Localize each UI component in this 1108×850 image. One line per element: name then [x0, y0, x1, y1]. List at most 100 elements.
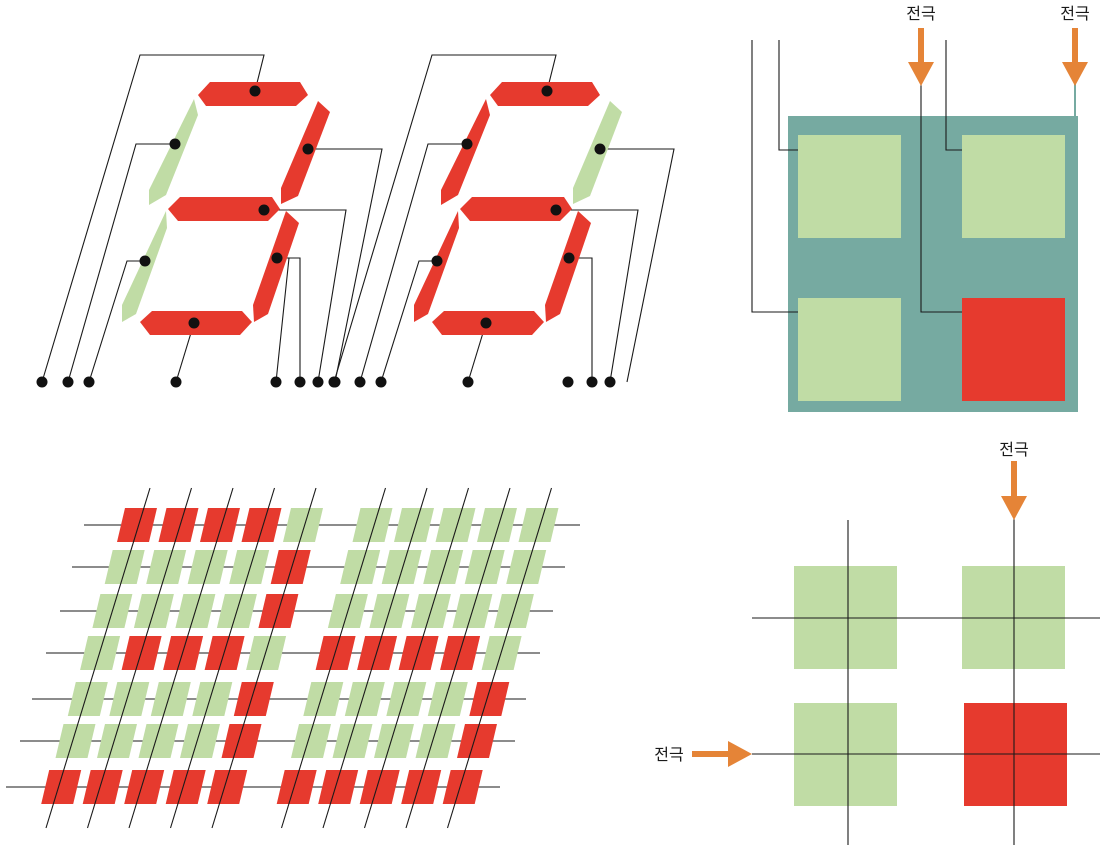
connection-dot-icon [461, 138, 473, 150]
segment-g-on [460, 197, 572, 221]
arrow-head [728, 741, 752, 767]
segment-f-wire [359, 143, 467, 383]
segment-g-wire [264, 209, 347, 383]
connection-dot-icon [431, 255, 443, 267]
matrix-dot-on [270, 550, 311, 584]
electrode-label: 전극 [906, 4, 935, 23]
connection-dot-icon [480, 317, 492, 329]
matrix-dot-on [200, 508, 240, 542]
matrix-dot-off [352, 508, 393, 542]
connection-dot-icon [302, 143, 314, 155]
segment-b-wire [308, 148, 383, 383]
matrix-dot-on [117, 508, 157, 542]
connection-dot-icon [563, 252, 575, 264]
arrow-head [1001, 496, 1027, 520]
wire-pixel-4 [920, 82, 962, 313]
pixel-3-off [798, 298, 901, 401]
arrow-shaft [1072, 28, 1078, 64]
matrix-dot-on [158, 508, 199, 542]
column-electrode-line [405, 487, 511, 829]
connection-dot-icon [258, 204, 270, 216]
segment-g-on [168, 197, 280, 221]
matrix-dot-on [233, 682, 274, 716]
matrix-dot-off [506, 550, 547, 584]
matrix-dot-on [241, 508, 282, 542]
segment-e-wire [88, 260, 145, 383]
matrix-dot-on [457, 724, 497, 758]
terminal-dot-icon [375, 376, 387, 388]
matrix-dot-off [518, 508, 559, 542]
segment-e-on [414, 211, 459, 322]
matrix-dot-off [477, 508, 517, 542]
matrix-dot-off [150, 682, 191, 716]
matrix-dot-off [291, 724, 331, 758]
matrix-dot-off [192, 682, 233, 716]
terminal-dot-icon [586, 376, 598, 388]
column-electrode-line [363, 487, 470, 829]
segment-f-on [441, 99, 490, 205]
matrix-dot-off [229, 550, 270, 584]
connection-dot-icon [541, 85, 553, 97]
pixel-4-on [962, 298, 1065, 401]
column-electrode-line [322, 487, 428, 829]
matrix-dot-off [180, 724, 220, 758]
connection-dot-icon [139, 255, 151, 267]
pixel-2-off [962, 135, 1065, 238]
matrix-dot-off [146, 550, 187, 584]
column-electrode-line [169, 487, 276, 829]
matrix-dot-on [359, 770, 400, 804]
wire-pixel-2 [945, 40, 962, 151]
matrix-dot-off [332, 724, 373, 758]
matrix-dot-on [221, 724, 262, 758]
column-electrode-line [280, 487, 387, 829]
matrix-wires [752, 515, 1100, 845]
segment-g-wire [556, 209, 639, 383]
matrix-dot-on [276, 770, 317, 804]
segment-e-off [122, 211, 167, 322]
matrix-dot-off [423, 550, 464, 584]
pixel-1-off [798, 135, 901, 238]
electrode-label: 전극 [1060, 4, 1089, 23]
static-drive-panel: 전극 전극 [751, 4, 1090, 412]
terminal-dot-icon [270, 376, 282, 388]
column-electrode-line [86, 487, 193, 829]
arrow-shaft [918, 28, 924, 64]
segment-e-wire [380, 260, 437, 383]
arrow-right-icon [692, 741, 752, 767]
column-electrode-line [128, 487, 234, 829]
matrix-dot-on [41, 770, 82, 804]
arrow-shaft [692, 751, 730, 757]
matrix-dot-on [442, 770, 483, 804]
matrix-dot-off [381, 550, 422, 584]
matrix-dot-off [97, 724, 137, 758]
matrix-dot-off [427, 682, 468, 716]
electrode-label: 전극 [654, 745, 683, 764]
digit-1-wires [41, 54, 383, 383]
column-electrodes [45, 487, 553, 829]
matrix-dot-on [207, 770, 248, 804]
matrix-dot-off [344, 682, 385, 716]
segment-a-wire [41, 54, 265, 383]
arrow-shaft [1011, 461, 1017, 498]
terminal-dot-icon [312, 376, 324, 388]
digit-2 [328, 54, 675, 388]
matrix-dot-off [464, 550, 505, 584]
matrix-dot-off [386, 682, 427, 716]
digit-2-wires [333, 54, 675, 383]
arrow-head [908, 62, 934, 86]
terminal-dot-icon [83, 376, 95, 388]
arrow-down-icon [908, 28, 934, 86]
matrix-dot-on [165, 770, 206, 804]
terminal-dot-icon [604, 376, 616, 388]
connection-dot-icon [550, 204, 562, 216]
matrix-dot-off [283, 508, 323, 542]
column-electrode-line [211, 487, 317, 829]
matrix-dot-off [109, 682, 150, 716]
connection-dot-icon [249, 85, 261, 97]
connection-dot-icon [188, 317, 200, 329]
column-electrode-line [45, 487, 151, 829]
static-wires [751, 40, 962, 313]
matrix-dot-on [318, 770, 359, 804]
